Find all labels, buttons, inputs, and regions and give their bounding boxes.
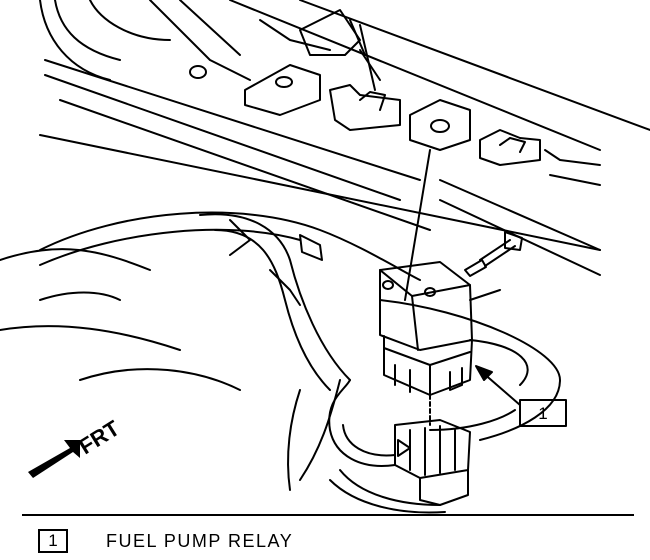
- front-direction-indicator: FRT: [28, 415, 124, 478]
- relay-connector-harness: [328, 379, 471, 514]
- legend-number: 1: [48, 531, 58, 550]
- fuel-pump-relay-diagram: 1 FRT: [0, 0, 650, 514]
- legend-label: FUEL PUMP RELAY: [106, 530, 294, 551]
- bracket-tabs: [244, 9, 601, 186]
- callout-1-number: 1: [538, 404, 547, 423]
- mounting-bolt: [464, 231, 523, 277]
- front-label: FRT: [74, 415, 124, 459]
- front-arrow-icon: [28, 440, 80, 478]
- legend-number-box: 1: [38, 529, 68, 553]
- legend-item: 1 FUEL PUMP RELAY: [38, 527, 293, 555]
- callout-1: 1: [475, 365, 567, 427]
- fuel-pump-relay: [379, 261, 501, 396]
- firewall-bracket-panel: [39, 0, 650, 276]
- legend-divider: [22, 514, 634, 516]
- leader-lines: [359, 24, 431, 301]
